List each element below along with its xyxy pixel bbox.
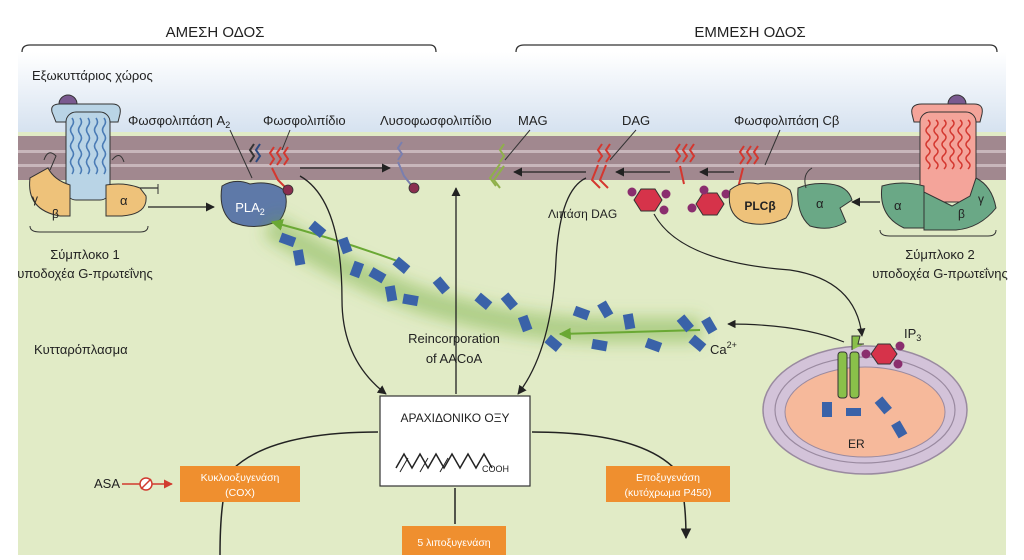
epoxygenase-enzyme-box: Εποξυγενάση (κυτόχρωμα P450) [606, 466, 730, 502]
beta-subunit-label: β [52, 207, 59, 221]
asa-label: ASA [94, 476, 120, 491]
gprotein-receptor-complex-2: α β γ [880, 94, 997, 231]
indirect-pathway-bracket [515, 44, 998, 53]
indirect-pathway-title: ΕΜΜΕΣΗ ΟΔΟΣ [694, 24, 805, 41]
arachidonic-acid-label: ΑΡΑΧΙΔΟΝΙΚΟ ΟΞΥ [401, 411, 510, 425]
complex2-label-line1: Σύμπλοκο 2 [905, 247, 975, 262]
label-pointers [229, 129, 781, 179]
complex1-label-line1: Σύμπλοκο 1 [50, 247, 120, 262]
mag-label: MAG [518, 113, 548, 128]
cytoplasm-label: Κυτταρόπλασμα [34, 342, 128, 357]
alpha-subunit-label: α [120, 193, 128, 208]
epoxygenase-label-line1: Εποξυγενάση [636, 472, 700, 484]
complex2-label-line2: υποδοχέα G-πρωτεΐνης [872, 266, 1008, 281]
alpha-subunit-label: α [894, 198, 902, 213]
cell-membrane [18, 136, 1006, 180]
er-calcium-release-arrow [727, 319, 845, 343]
dag-molecule [590, 143, 612, 189]
extracellular-label: Εξωκυττάριος χώρος [32, 68, 153, 83]
arachidonic-structure-icon [395, 452, 493, 470]
direct-pathway-bracket [21, 44, 437, 53]
transmembrane-helices-icon [69, 117, 107, 175]
pla2-label: Φωσφολιπάση A2 [128, 113, 230, 130]
calcium-wave [263, 214, 701, 344]
gprotein-receptor-complex-1: γ β α [29, 94, 159, 221]
epoxygenase-label-line2: (κυτόχρωμα P450) [625, 487, 712, 499]
direct-pathway-title: ΑΜΕΣΗ ΟΔΟΣ [166, 24, 265, 41]
reincorporation-label-line2: of AACoA [426, 351, 483, 366]
lipoxygenase-label: 5 λιποξυγενάση [417, 537, 490, 549]
reincorporation-label-line1: Reincorporation [408, 331, 500, 346]
phospholipid-molecules [248, 143, 294, 196]
ip3-molecules [627, 185, 731, 216]
alpha2-label: α [816, 196, 824, 211]
cox-label-line2: (COX) [225, 487, 255, 499]
mag-molecule [488, 143, 506, 189]
complex1-label-line2: υποδοχέα G-πρωτεΐνης [17, 266, 153, 281]
endoplasmic-reticulum: ER [762, 345, 968, 475]
inhibition-icon [122, 477, 173, 491]
lipoxygenase-enzyme-box: 5 λιποξυγενάση [402, 526, 506, 555]
complex1-bracket [29, 225, 149, 233]
er-label: ER [848, 437, 865, 451]
transmembrane-helices-icon [925, 119, 971, 170]
alpha-subunit-2: α [797, 167, 853, 229]
pla2-to-aa-arrow [299, 175, 387, 395]
beta-subunit-label: β [958, 207, 965, 221]
dag-lipase-label: Λιπάση DAG [548, 207, 617, 221]
plc-label: Φωσφολιπάση Cβ [734, 113, 839, 128]
gamma-subunit-label: γ [32, 192, 38, 206]
pla2-enzyme: PLA2 [220, 180, 287, 227]
ip3-label: IP3 [904, 326, 921, 343]
pla2-enzyme-label: PLA2 [235, 200, 265, 217]
plcb-enzyme: PLCβ [728, 182, 793, 225]
arachidonic-acid-box: ΑΡΑΧΙΔΟΝΙΚΟ ΟΞΥ COOH [379, 395, 531, 487]
extracellular-space [18, 52, 1006, 132]
er-calcium-ions [822, 396, 908, 439]
cox-label-line1: Κυκλοοξυγενάση [201, 472, 280, 484]
plcb-enzyme-label: PLCβ [744, 199, 775, 213]
calcium-ions [278, 220, 718, 353]
phospholipid-label: Φωσφολιπίδιο [263, 113, 346, 128]
cooh-label: COOH [482, 464, 509, 474]
mag-to-aa-arrow [517, 177, 587, 395]
lysophospholipid-molecule [396, 141, 420, 194]
complex2-bracket [879, 229, 997, 237]
membrane-arrows [300, 163, 734, 177]
gamma-subunit-label: γ [978, 192, 984, 206]
pip2-molecules [674, 143, 760, 189]
lysophospholipid-label: Λυσοφωσφολιπίδιο [380, 113, 492, 128]
dag-label: DAG [622, 113, 650, 128]
calcium-label: Ca2+ [710, 340, 737, 357]
ip3-receptor-channel [837, 335, 905, 399]
cox-enzyme-box: Κυκλοοξυγενάση (COX) [180, 466, 300, 502]
ip3-to-er-arrow [653, 213, 866, 337]
